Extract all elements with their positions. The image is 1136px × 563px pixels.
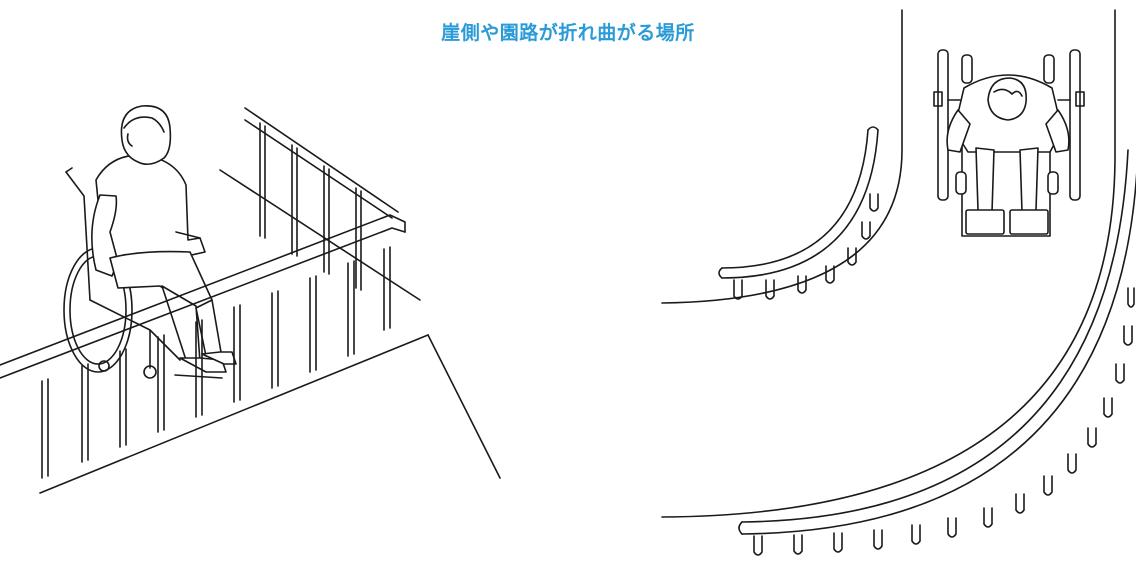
back-balusters <box>259 122 362 291</box>
outer-curved-handrail <box>738 149 1136 556</box>
head <box>120 105 172 166</box>
cliff-edge-lines <box>39 169 501 494</box>
curved-path-scene <box>661 9 1136 556</box>
cliff-railing <box>0 107 406 479</box>
wheelchair-user-top-view <box>933 49 1085 237</box>
path-outer-edge <box>661 9 1116 518</box>
cliff-side-scene <box>0 105 501 494</box>
page-title: 崖側や園路が折れ曲がる場所 <box>441 22 695 44</box>
inner-curved-handrail <box>718 126 879 300</box>
wheelchair-user-side-view <box>63 105 237 379</box>
head-top <box>987 77 1027 121</box>
front-balusters <box>41 246 391 479</box>
